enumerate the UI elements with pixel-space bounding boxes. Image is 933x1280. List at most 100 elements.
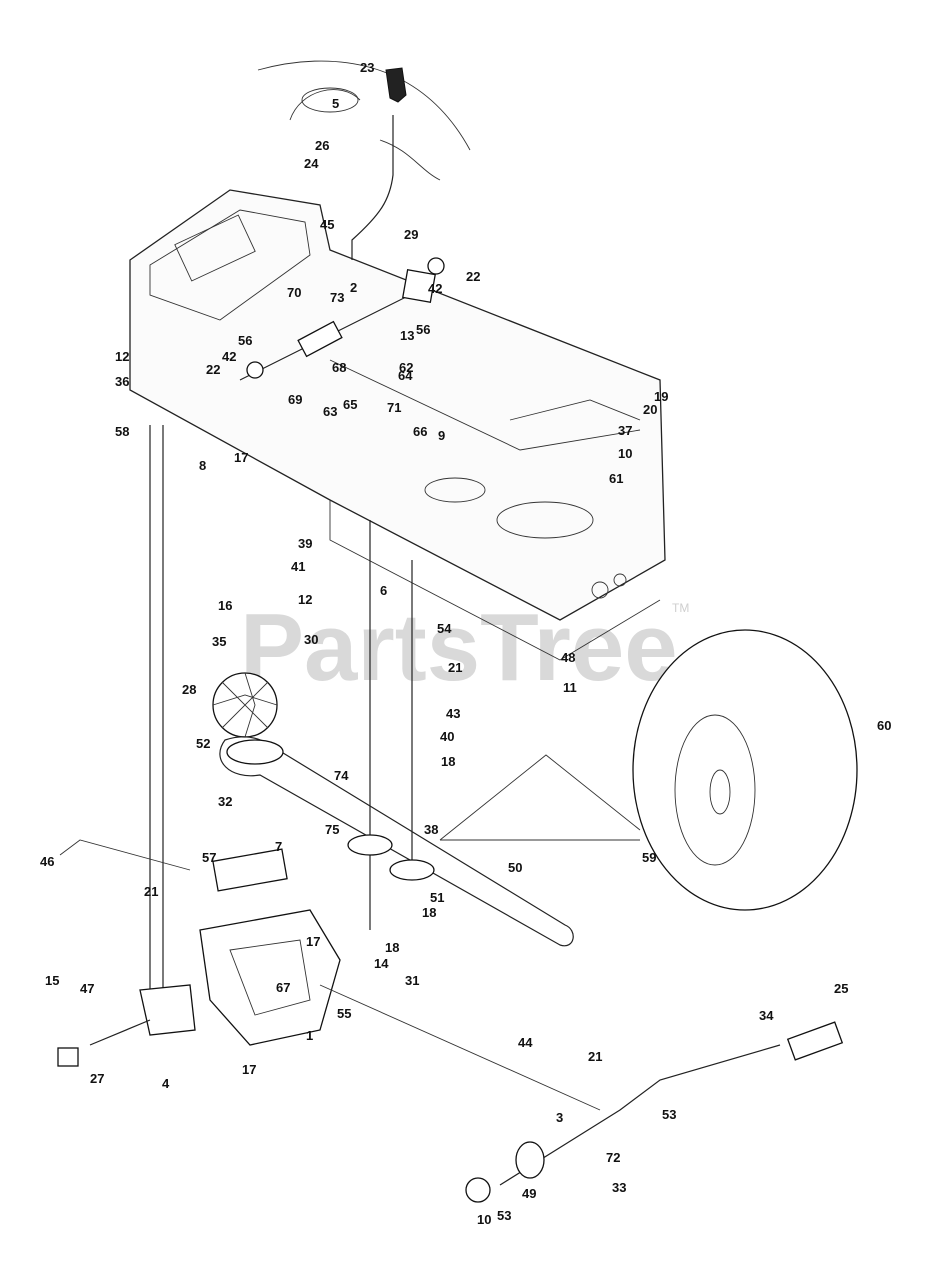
callout-label: 17 [306,934,320,949]
tractor-frame [129,189,666,661]
callout-label: 36 [115,374,129,389]
callout-label: 31 [405,973,419,988]
callout-label: 29 [404,227,418,242]
callout-label: 21 [144,884,158,899]
callout-label: 70 [287,285,301,300]
callout-label: 17 [234,450,248,465]
callout-label: 28 [182,682,196,697]
callout-label: 2 [350,280,357,295]
callout-label: 6 [380,583,387,598]
callout-label: 71 [387,400,401,415]
callout-label: 41 [291,559,305,574]
callout-label: 69 [288,392,302,407]
callout-label: 46 [40,854,54,869]
callout-label: 34 [759,1008,774,1023]
callout-label: 60 [877,718,891,733]
shift-lever [351,67,407,260]
callout-label: 30 [304,632,318,647]
callout-label: 15 [45,973,59,988]
callout-label: 18 [385,940,399,955]
callout-label: 42 [222,349,236,364]
callout-label: 7 [275,839,282,854]
callout-label: 43 [446,706,460,721]
callout-label: 47 [80,981,94,996]
callout-label: 48 [561,650,575,665]
pedal-assembly [319,984,844,1203]
dashboard-outline [257,60,471,181]
callout-label: 51 [430,890,444,905]
callout-label: 24 [304,156,319,171]
callout-label: 16 [218,598,232,613]
cooling-fan [212,672,278,738]
callout-label: 63 [323,404,337,419]
callout-label: 40 [440,729,454,744]
callout-label: 44 [518,1035,533,1050]
callout-label: 74 [334,768,349,783]
watermark: PartsTree [240,594,678,701]
callout-label: 21 [588,1049,602,1064]
callout-label: 18 [422,905,436,920]
callout-label: 10 [477,1212,491,1227]
callout-label: 39 [298,536,312,551]
callout-label: 18 [441,754,455,769]
callout-label: 61 [609,471,623,486]
callout-label: 22 [206,362,220,377]
callout-label: 27 [90,1071,104,1086]
callout-label: 13 [400,328,414,343]
callout-label: 53 [662,1107,676,1122]
callout-label: 56 [238,333,252,348]
callout-label: 75 [325,822,339,837]
callout-label: 12 [298,592,312,607]
callout-label: 19 [654,389,668,404]
callout-label: 3 [556,1110,563,1125]
callout-label: 58 [115,424,129,439]
callout-label: 20 [643,402,657,417]
callout-label: 35 [212,634,226,649]
callout-label: 55 [337,1006,351,1021]
callout-label: 73 [330,290,344,305]
callout-label: 37 [618,423,632,438]
callout-label: 23 [360,60,374,75]
drive-belt [219,736,574,947]
linkage-rods [149,425,413,990]
callout-label: 9 [438,428,445,443]
callout-label: 17 [242,1062,256,1077]
callout-label: 52 [196,736,210,751]
callout-label: 62 [399,360,413,375]
callout-label: 5 [332,96,339,111]
callout-label: 68 [332,360,346,375]
callout-label: 57 [202,850,216,865]
callout-label: 32 [218,794,232,809]
callout-label: 11 [563,680,577,695]
callout-label: 42 [428,281,442,296]
callout-label: 66 [413,424,427,439]
callout-label: 56 [416,322,430,337]
callout-label: 54 [437,621,452,636]
rear-wheel [439,629,858,911]
callout-label: 1 [306,1028,313,1043]
callout-label: 4 [162,1076,170,1091]
callout-label: 25 [834,981,848,996]
callout-label: 22 [466,269,480,284]
callout-label: 38 [424,822,438,837]
watermark-trademark: TM [672,601,689,615]
transaxle [57,839,341,1067]
callout-label: 53 [497,1208,511,1223]
callout-label: 21 [448,660,462,675]
callout-label: 10 [618,446,632,461]
callout-label: 33 [612,1180,626,1195]
callout-label: 45 [320,217,334,232]
callout-label: 67 [276,980,290,995]
cross-shaft [239,257,445,381]
callout-label: 65 [343,397,357,412]
callout-label: 50 [508,860,522,875]
callout-label: 26 [315,138,329,153]
callout-label: 49 [522,1186,536,1201]
callout-label: 59 [642,850,656,865]
callout-label: 64 [398,368,413,383]
callout-label: 72 [606,1150,620,1165]
callout-label: 12 [115,349,129,364]
callout-labels: 1 2 3 4 5 6 7 8 9 10 10 11 12 12 13 14 1… [40,60,891,1227]
callout-label: 8 [199,458,206,473]
